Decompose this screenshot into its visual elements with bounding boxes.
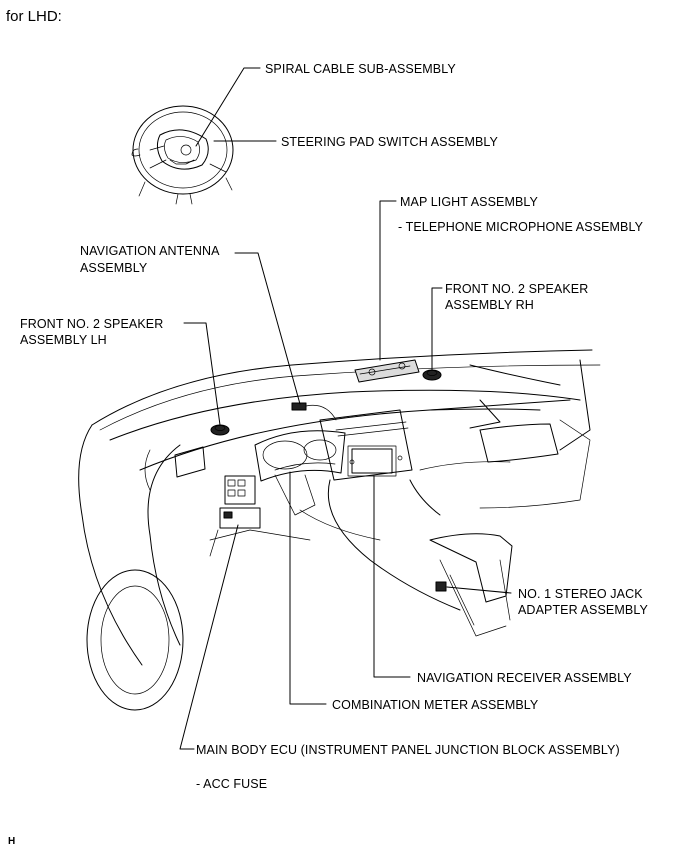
label-map-light: MAP LIGHT ASSEMBLY (400, 195, 538, 209)
label-combination-meter: COMBINATION METER ASSEMBLY (332, 698, 539, 712)
label-navigation-receiver: NAVIGATION RECEIVER ASSEMBLY (417, 671, 632, 685)
illustration-code: H (8, 836, 16, 847)
leader-lines (179, 67, 512, 750)
label-steering-pad-switch: STEERING PAD SWITCH ASSEMBLY (281, 135, 498, 149)
label-stereo-jack-line1: NO. 1 STEREO JACK (518, 587, 643, 601)
label-front-speaker-lh-line1: FRONT NO. 2 SPEAKER (20, 317, 164, 331)
label-front-speaker-rh-line2: ASSEMBLY RH (445, 298, 534, 312)
steering-wheel-drawing (131, 105, 234, 205)
label-navigation-antenna-line2: ASSEMBLY (80, 261, 148, 275)
label-stereo-jack-line2: ADAPTER ASSEMBLY (518, 603, 648, 617)
label-front-speaker-lh-line2: ASSEMBLY LH (20, 333, 107, 347)
dashboard-drawing (78, 349, 601, 711)
label-spiral-cable: SPIRAL CABLE SUB-ASSEMBLY (265, 62, 456, 76)
label-navigation-antenna-line1: NAVIGATION ANTENNA (80, 244, 220, 258)
label-front-speaker-rh-line1: FRONT NO. 2 SPEAKER (445, 282, 589, 296)
page-heading: for LHD: (6, 8, 62, 25)
label-acc-fuse: - ACC FUSE (196, 777, 268, 791)
label-main-body-ecu: MAIN BODY ECU (INSTRUMENT PANEL JUNCTION… (196, 743, 620, 757)
label-telephone-microphone: - TELEPHONE MICROPHONE ASSEMBLY (398, 220, 644, 234)
